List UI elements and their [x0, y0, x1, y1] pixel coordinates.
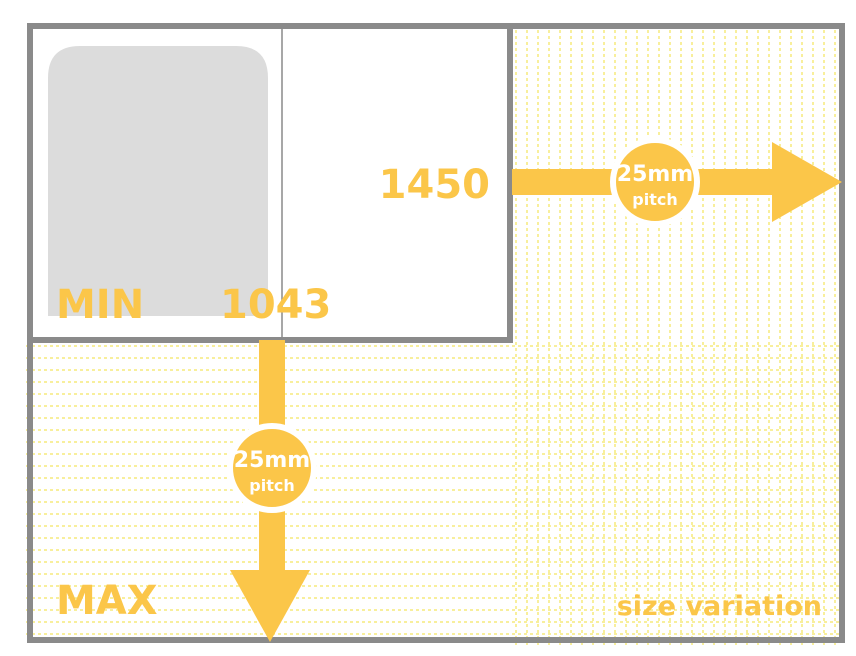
grid-horizontal-lines — [26, 345, 846, 635]
bathtub-icon — [44, 42, 272, 320]
max-label: MAX — [56, 578, 158, 624]
grid-vertical-lines — [515, 24, 836, 646]
min-label: MIN — [56, 282, 144, 328]
pitch-badge-horizontal-size: 25mm — [617, 162, 693, 187]
width-value-label: 1450 — [379, 162, 490, 208]
pitch-badge-horizontal: 25mm pitch — [610, 137, 700, 227]
pitch-badge-vertical-size: 25mm — [234, 448, 310, 473]
pitch-badge-horizontal-unit: pitch — [632, 190, 677, 209]
pitch-badge-vertical-unit: pitch — [249, 476, 294, 495]
height-value-label: 1043 — [220, 282, 331, 328]
size-variation-label: size variation — [617, 591, 822, 622]
max-size-frame — [27, 23, 845, 643]
pitch-badge-vertical: 25mm pitch — [227, 423, 317, 513]
